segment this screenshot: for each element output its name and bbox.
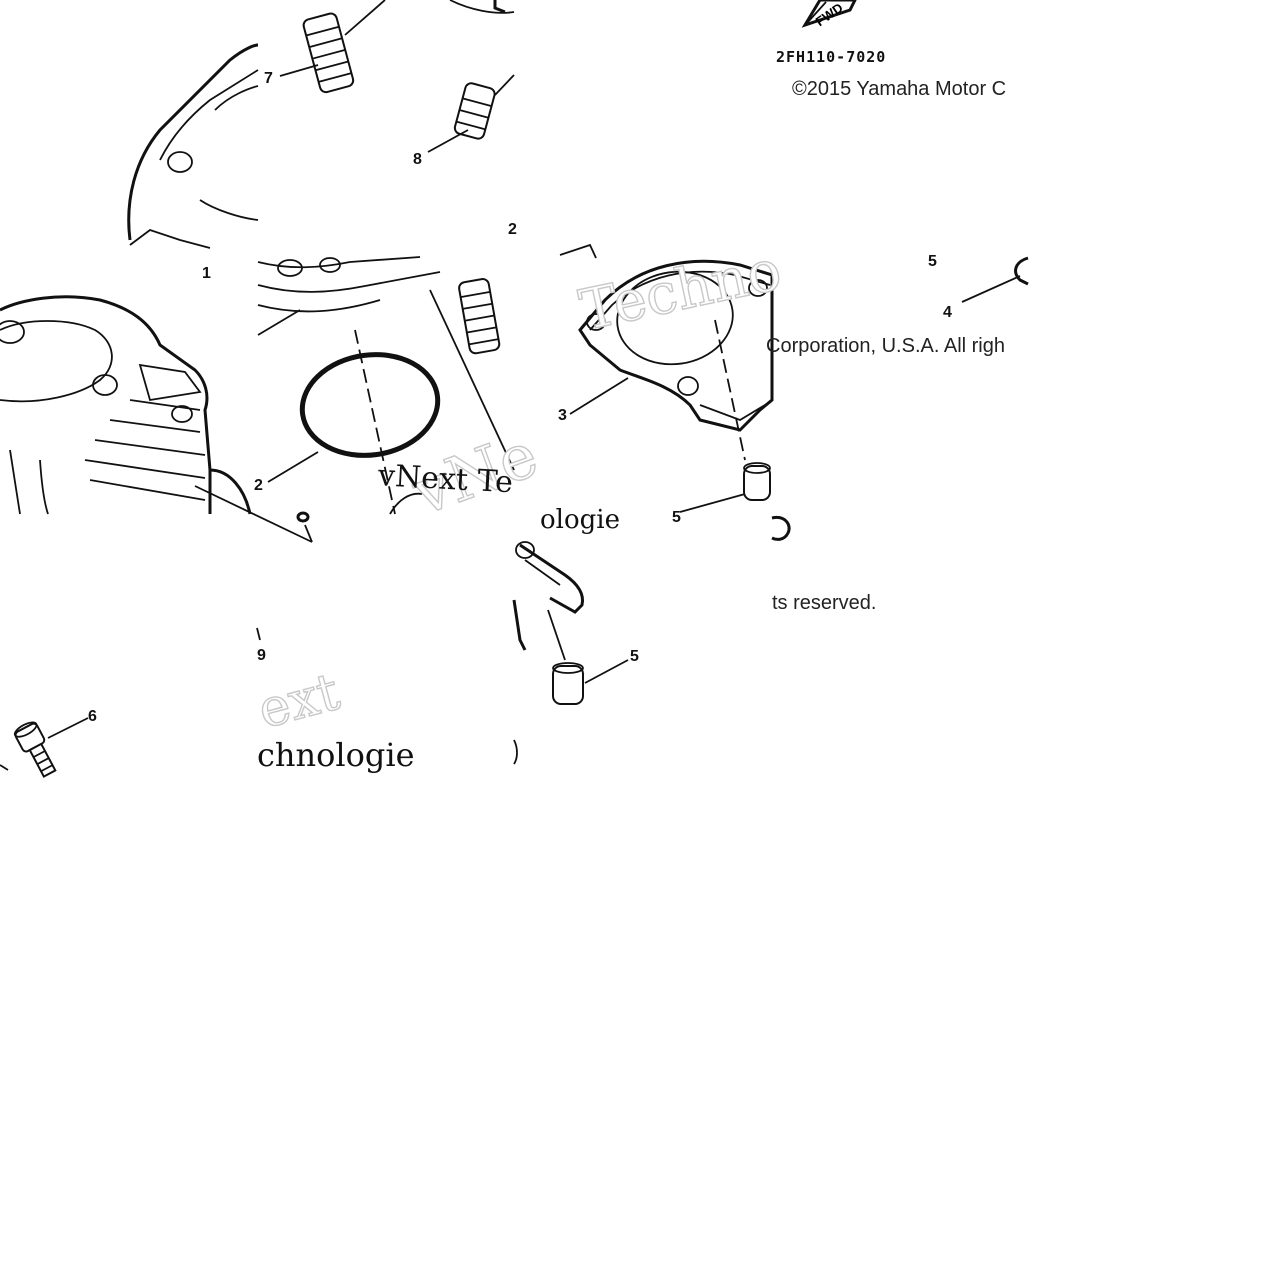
- gasket-lower-drawing: [512, 541, 585, 765]
- callout-9: 9: [257, 647, 266, 664]
- callout-2-edge: 2: [508, 221, 517, 238]
- watermark: Techno vNe vNext Te ologie ext chnologie: [251, 237, 787, 774]
- dowel-pin-7-drawing: [279, 0, 386, 94]
- cylinder-head-top-drawing: [127, 43, 259, 249]
- callout-2: 2: [254, 477, 263, 494]
- watermark-fragment-6: chnologie: [257, 736, 415, 774]
- callout-7: 7: [264, 70, 273, 87]
- dowel-5-lower-drawing: [552, 659, 629, 705]
- copyright-line-1: ©2015 Yamaha Motor C: [792, 78, 1006, 100]
- callout-labels: 1 2 3 4 5 5 6 7 8 9 2 5: [88, 70, 952, 725]
- clip-4-drawing: [961, 256, 1029, 303]
- callout-5-upper: 5: [672, 509, 681, 526]
- callout-8: 8: [413, 151, 422, 168]
- callout-5-lower: 5: [630, 648, 639, 665]
- callout-6: 6: [88, 708, 97, 725]
- fwd-arrow-drawing: FWD: [801, 0, 857, 29]
- callout-5-edge: 5: [928, 253, 937, 270]
- callout-1: 1: [202, 265, 211, 282]
- watermark-fragment-3: vNext Te: [376, 458, 514, 500]
- dowel-pin-drawing: [429, 278, 515, 471]
- cylinder-fins-drawing: [257, 256, 441, 336]
- o-ring-2-drawing: [267, 329, 441, 515]
- copyright-line-2: Corporation, U.S.A. All righ: [766, 335, 1005, 357]
- dowel-5-upper-drawing: [679, 462, 771, 513]
- cylinder-base-gasket-3-drawing: [569, 259, 774, 461]
- callout-3: 3: [558, 407, 567, 424]
- callout-4: 4: [943, 304, 952, 321]
- bolt-6-drawing: [13, 717, 89, 778]
- dowel-pin-8-drawing: [427, 74, 515, 153]
- watermark-fragment-4: ologie: [540, 505, 620, 535]
- leader-line-9: [194, 485, 313, 543]
- cylinder-block-drawing: [0, 295, 252, 515]
- copyright-line-3: ts reserved.: [772, 592, 876, 614]
- drawing-code: 2FH110-7020: [776, 48, 886, 66]
- watermark-fragment-5: ext: [252, 662, 346, 741]
